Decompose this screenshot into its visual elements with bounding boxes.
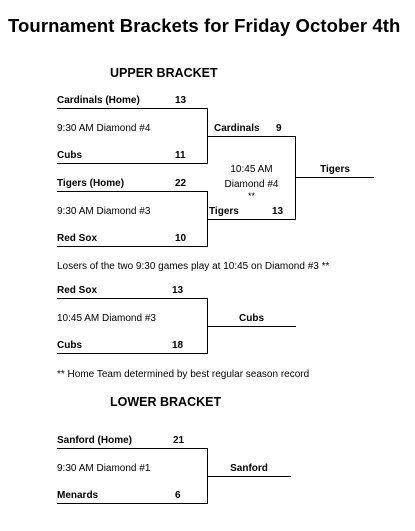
lower-game1-team2-line — [57, 503, 208, 504]
lower-game1-info: 9:30 AM Diamond #1 — [57, 463, 151, 474]
upper-bracket-heading: UPPER BRACKET — [110, 66, 218, 80]
consolation-score2: 18 — [172, 340, 184, 351]
semi-time: 10:45 AM — [230, 164, 273, 175]
game2-score2: 10 — [175, 233, 187, 244]
semi-team1-line — [207, 136, 296, 137]
page-title: Tournament Brackets for Friday October 4… — [8, 15, 401, 36]
consolation-winner: Cubs — [239, 313, 264, 324]
semi-team2-line — [207, 219, 296, 220]
lower-game1-team1: Sanford (Home) — [57, 435, 132, 446]
semi-score1: 9 — [276, 123, 282, 134]
game1-info: 9:30 AM Diamond #4 — [57, 123, 151, 134]
game2-team1: Tigers (Home) — [57, 178, 125, 189]
consolation-score1: 13 — [172, 285, 184, 296]
game2-info: 9:30 AM Diamond #3 — [57, 206, 151, 217]
semi-score2: 13 — [272, 206, 284, 217]
semi-connector — [295, 136, 296, 220]
game2-score1: 22 — [175, 178, 187, 189]
lower-game1-score1: 21 — [173, 435, 185, 446]
lower-winner-line — [207, 476, 291, 477]
game2-team1-line — [57, 191, 208, 192]
consolation-team1: Red Sox — [57, 285, 98, 296]
consolation-info: 10:45 AM Diamond #3 — [57, 313, 156, 324]
lower-game1-team1-line — [57, 448, 208, 449]
semi-team2: Tigers — [209, 206, 239, 217]
losers-note: Losers of the two 9:30 games play at 10:… — [57, 261, 330, 272]
consolation-team2: Cubs — [57, 340, 82, 351]
footnote: ** Home Team determined by best regular … — [57, 369, 310, 380]
lower-game1-team2: Menards — [57, 490, 99, 501]
semi-team1: Cardinals — [214, 123, 260, 134]
lower-bracket-heading: LOWER BRACKET — [110, 395, 222, 409]
lower-winner: Sanford — [230, 463, 268, 474]
game1-score2: 11 — [175, 150, 186, 161]
game2-team2: Red Sox — [57, 233, 98, 244]
semi-diamond: Diamond #4 — [224, 179, 279, 190]
game2-team2-line — [57, 246, 208, 247]
consolation-team2-line — [57, 353, 208, 354]
game1-score1: 13 — [175, 95, 187, 106]
lower-game1-score2: 6 — [175, 490, 181, 501]
semi-mark: ** — [247, 191, 255, 201]
game1-team1: Cardinals (Home) — [57, 95, 140, 106]
upper-winner-line — [295, 177, 374, 178]
consolation-winner-line — [207, 326, 296, 327]
consolation-team1-line — [57, 298, 208, 299]
game1-team1-line — [57, 108, 208, 109]
game1-team2-line — [57, 163, 208, 164]
game1-team2: Cubs — [57, 150, 82, 161]
upper-winner: Tigers — [320, 164, 350, 175]
